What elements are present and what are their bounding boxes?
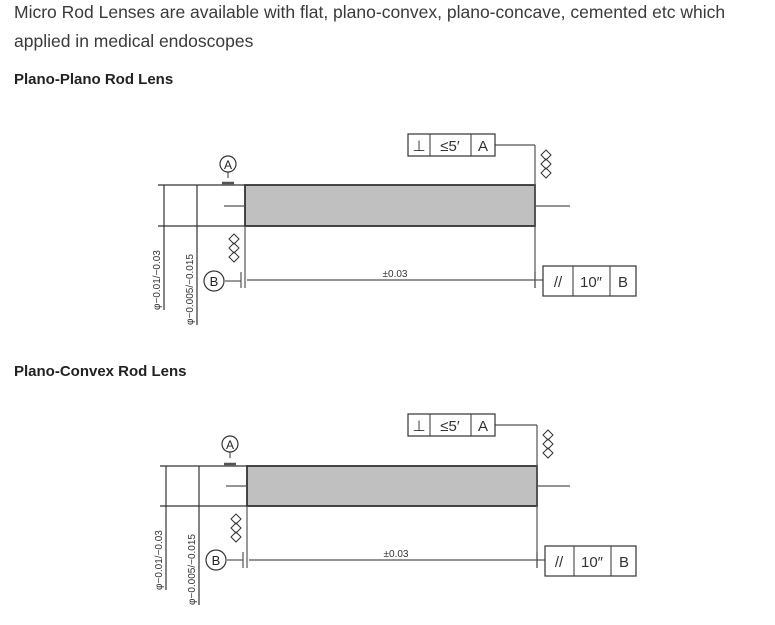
svg-text://: // — [555, 554, 564, 571]
datum-a-symbol: A — [219, 155, 237, 173]
intro-paragraph: Micro Rod Lenses are available with flat… — [14, 2, 726, 51]
rod-body — [244, 184, 536, 227]
inner-diameter-tolerance: φ−0.005/−0.015 — [187, 534, 198, 605]
svg-text:10″: 10″ — [581, 554, 604, 571]
svg-text:B: B — [212, 553, 221, 568]
outer-diameter-tolerance: φ−0.01/−0.03 — [154, 530, 165, 590]
feature-control-frame-parallelism: // 10″ B — [542, 265, 637, 297]
length-tolerance-label: ±0.03 — [383, 269, 408, 280]
section-heading-plano-plano: Plano-Plano Rod Lens — [14, 71, 174, 88]
datum-a-symbol: A — [221, 435, 239, 453]
plano-plano-rod-lens-drawing: A B ⊥ ≤5′ A // 10″ B ±0.03 φ−0.01/−0.03 … — [152, 133, 637, 325]
feature-control-frame-parallelism: // 10″ B — [544, 545, 637, 577]
feature-control-frame-perpendicularity: ⊥ ≤5′ A — [407, 413, 496, 437]
svg-text:A: A — [224, 158, 232, 172]
svg-text:B: B — [618, 274, 628, 291]
svg-text:⊥: ⊥ — [412, 418, 425, 435]
svg-text:10″: 10″ — [580, 274, 603, 291]
svg-text:≤5′: ≤5′ — [440, 138, 460, 155]
svg-text://: // — [554, 274, 563, 291]
surface-finish-icon — [542, 429, 554, 459]
svg-text:B: B — [619, 554, 629, 571]
datum-b-symbol: B — [205, 549, 227, 571]
svg-text:B: B — [210, 274, 219, 289]
svg-text:A: A — [478, 138, 488, 155]
svg-text:⊥: ⊥ — [412, 138, 425, 155]
inner-diameter-tolerance: φ−0.005/−0.015 — [185, 254, 196, 325]
svg-text:A: A — [478, 418, 488, 435]
length-tolerance-label: ±0.03 — [384, 549, 409, 560]
datum-b-symbol: B — [203, 270, 225, 292]
surface-finish-icon — [230, 513, 242, 543]
svg-text:≤5′: ≤5′ — [440, 418, 460, 435]
plano-convex-rod-lens-drawing: A B ⊥ ≤5′ A // 10″ B ±0.03 φ−0.01/−0.03 … — [154, 413, 637, 605]
feature-control-frame-perpendicularity: ⊥ ≤5′ A — [407, 133, 496, 157]
rod-body — [246, 465, 538, 507]
surface-finish-icon — [228, 233, 240, 263]
section-heading-plano-convex: Plano-Convex Rod Lens — [14, 363, 187, 380]
outer-diameter-tolerance: φ−0.01/−0.03 — [152, 250, 163, 310]
svg-text:A: A — [226, 438, 234, 452]
surface-finish-icon — [540, 149, 552, 179]
